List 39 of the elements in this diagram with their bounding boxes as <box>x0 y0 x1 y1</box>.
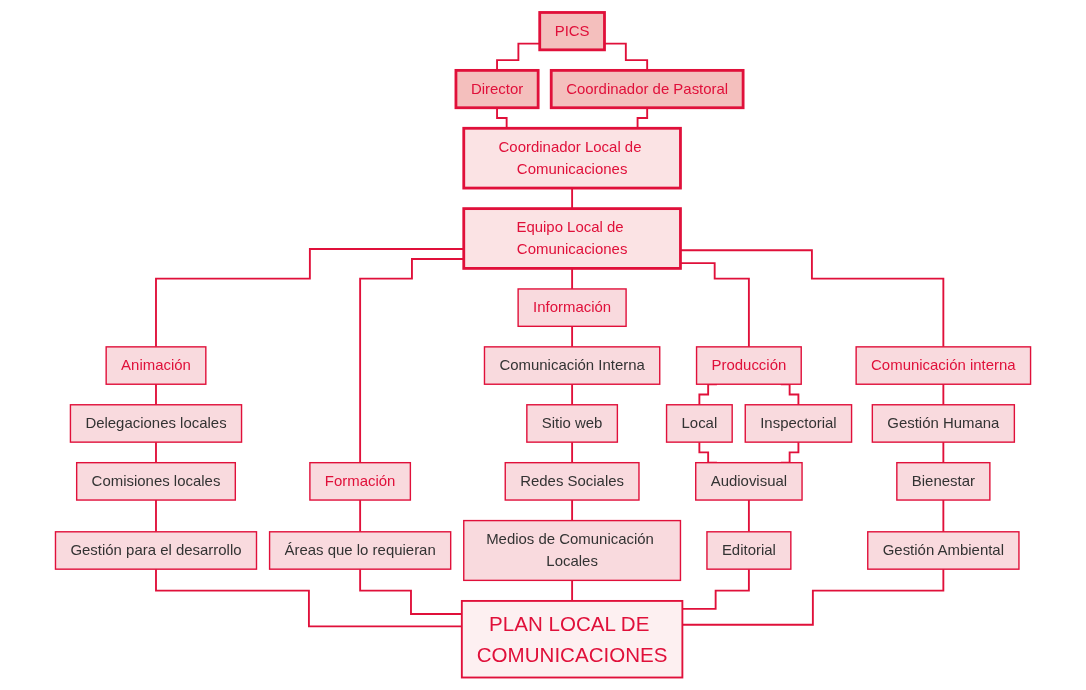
connector <box>942 499 945 533</box>
connector <box>155 499 157 533</box>
node-box: Gestión Ambiental <box>867 531 1020 570</box>
connector <box>942 383 945 406</box>
node-box: Producción <box>695 346 802 385</box>
node-box: Animación <box>105 346 207 385</box>
node-box: Gestión para el desarrollo <box>54 531 258 570</box>
node-box: Comisiones locales <box>75 462 236 501</box>
node-box: Bienestar <box>896 462 991 501</box>
node-box: Coordinador Local de Comunicaciones <box>462 126 682 190</box>
node-box: Áreas que lo requieran <box>268 531 452 570</box>
node-box: Redes Sociales <box>504 462 640 501</box>
node-box: Comunicación Interna <box>483 346 661 385</box>
connector <box>359 499 362 533</box>
connector <box>571 499 573 522</box>
connector <box>155 441 157 464</box>
node-box: Coordinador de Pastoral <box>549 68 745 110</box>
node-box: Equipo Local de Comunicaciones <box>462 207 682 270</box>
node-box: Director <box>454 68 540 110</box>
node-box: Editorial <box>706 531 792 570</box>
connector <box>747 499 750 533</box>
node-box: Información <box>517 288 627 327</box>
connector <box>571 325 573 348</box>
node-box: PICS <box>538 11 606 52</box>
node-box: Delegaciones locales <box>69 404 243 443</box>
node-box: Comunicación interna <box>855 346 1032 385</box>
connector <box>942 441 945 464</box>
node-box: Gestión Humana <box>871 404 1016 443</box>
connector <box>571 383 573 406</box>
connector <box>571 441 573 464</box>
node-box: Sitio web <box>526 404 619 443</box>
connector <box>155 383 157 406</box>
connector <box>571 579 573 602</box>
node-box: PLAN LOCAL DE COMUNICACIONES <box>460 600 684 679</box>
node-box: Local <box>665 404 733 443</box>
node-box: Medios de Comunicación Locales <box>463 519 682 582</box>
node-box: Formación <box>309 462 412 501</box>
node-box: Audiovisual <box>695 462 803 501</box>
node-box: Inspectorial <box>744 404 853 443</box>
